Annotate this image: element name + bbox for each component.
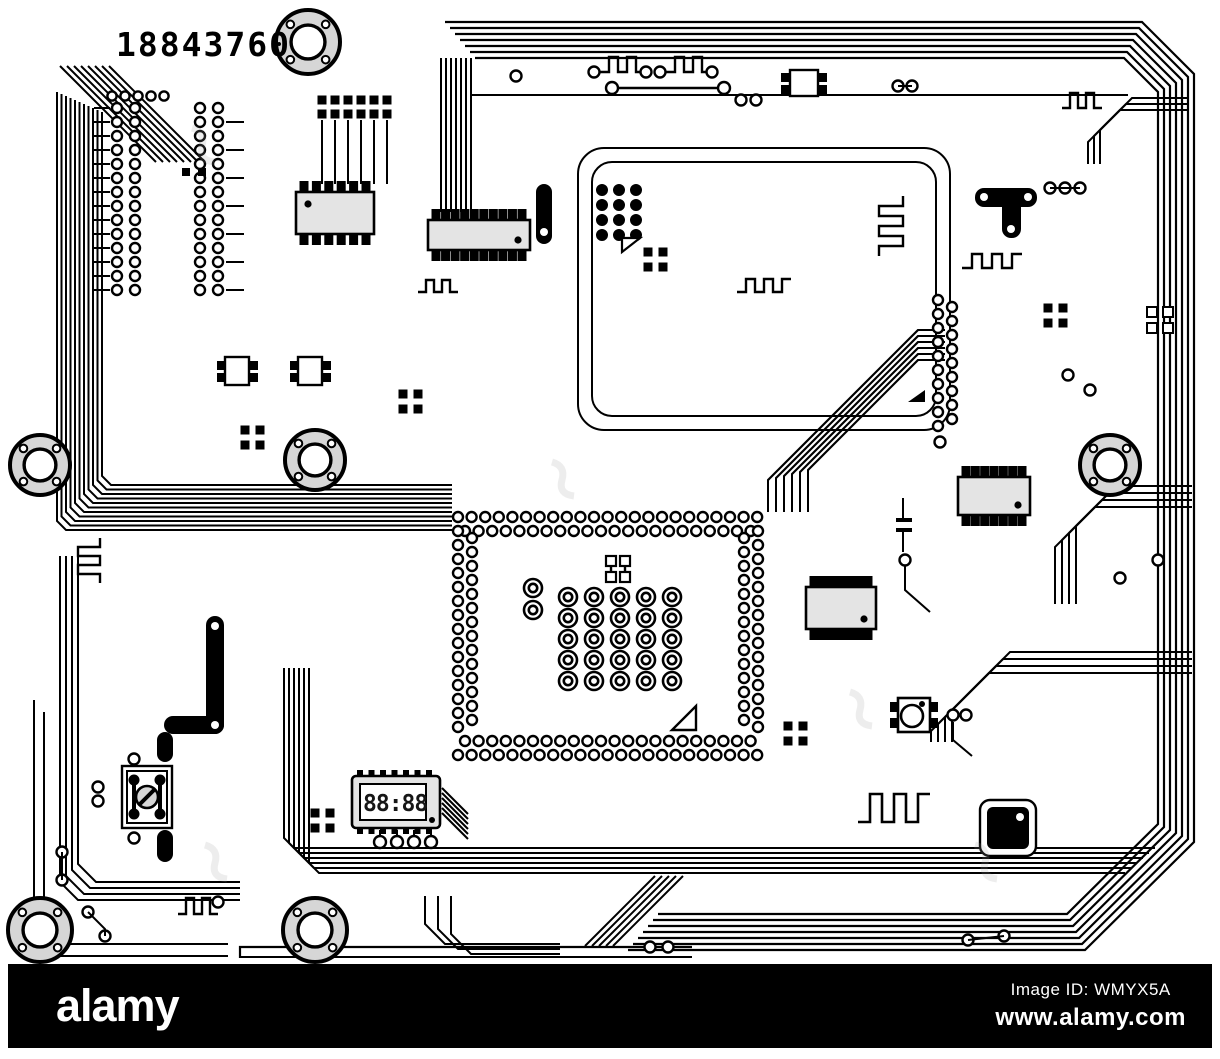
capacitor-icon [896, 498, 912, 552]
footer-bar: alamy Image ID: WMYX5A www.alamy.com [8, 964, 1212, 1048]
seven-segment-display-icon [350, 770, 469, 850]
ic-chip-icon [294, 181, 376, 245]
black-chip-icon [978, 798, 1038, 858]
qfp-pad-grid [522, 236, 925, 732]
mounting-hole-icon [283, 428, 347, 492]
trimmer-potentiometer-icon [120, 764, 174, 830]
website-text: www.alamy.com [995, 1004, 1186, 1031]
mounting-hole-icon [6, 896, 74, 964]
via-pad-arrays [55, 69, 1174, 954]
ic-chip-icon [426, 209, 532, 261]
mounting-hole-icon [274, 8, 342, 76]
mounting-hole-icon [8, 433, 72, 497]
region-outlines [59, 58, 951, 431]
ic-chip-icon [804, 576, 878, 640]
mounting-hole-icon [1078, 433, 1142, 497]
ic-chip-icon [956, 466, 1032, 526]
push-button-icon [890, 696, 938, 734]
seven-segment-readout: 88:88 [363, 791, 427, 817]
faint-watermark [848, 688, 873, 730]
faint-watermark [190, 124, 215, 166]
left-bus-bundle [33, 92, 1192, 958]
faint-watermark [550, 458, 575, 500]
image-id-text: Image ID: WMYX5A [1010, 980, 1171, 999]
watermark-smudges [190, 124, 998, 883]
board-outline-traces [445, 20, 1196, 952]
small-component-icon [781, 68, 827, 98]
trace-network [6, 8, 1196, 964]
faint-watermark [973, 841, 998, 883]
small-ic-icon [290, 355, 331, 387]
mounting-hole-icon [281, 896, 349, 964]
board-serial-number: 18843760 [116, 25, 291, 64]
faint-watermark [203, 841, 228, 883]
alamy-logo: alamy [56, 980, 180, 1031]
small-ic-icon [217, 355, 258, 387]
image-credit: Image ID: WMYX5A www.alamy.com [995, 980, 1186, 1032]
power-bar-icons [157, 184, 1037, 862]
serpentine-traces [76, 55, 1102, 916]
